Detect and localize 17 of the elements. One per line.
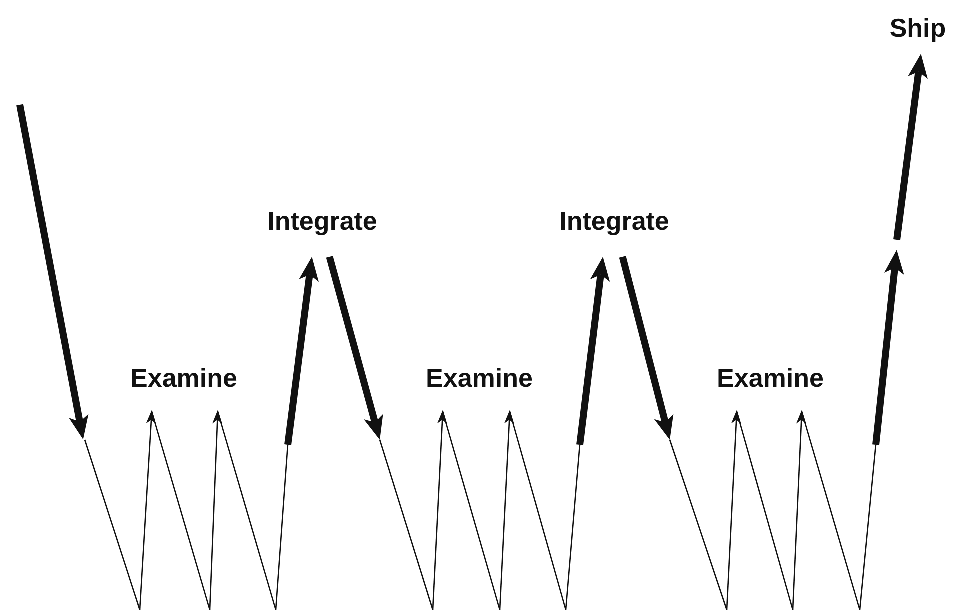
arrow (894, 54, 928, 240)
arrow (726, 410, 742, 610)
arrow (432, 410, 448, 610)
step-label: Integrate (560, 205, 670, 237)
step-label: Ship (890, 12, 946, 44)
step-label: Integrate (268, 205, 378, 237)
step-label: Examine (130, 362, 238, 394)
arrow (284, 257, 319, 446)
arrow (139, 410, 156, 610)
arrow (619, 256, 674, 440)
arrow (576, 257, 610, 446)
arrow (326, 256, 384, 440)
step-label: Examine (426, 362, 533, 394)
step-label: Examine (717, 362, 824, 394)
arrow (499, 410, 514, 610)
arrow (792, 410, 806, 610)
arrow (209, 410, 222, 610)
